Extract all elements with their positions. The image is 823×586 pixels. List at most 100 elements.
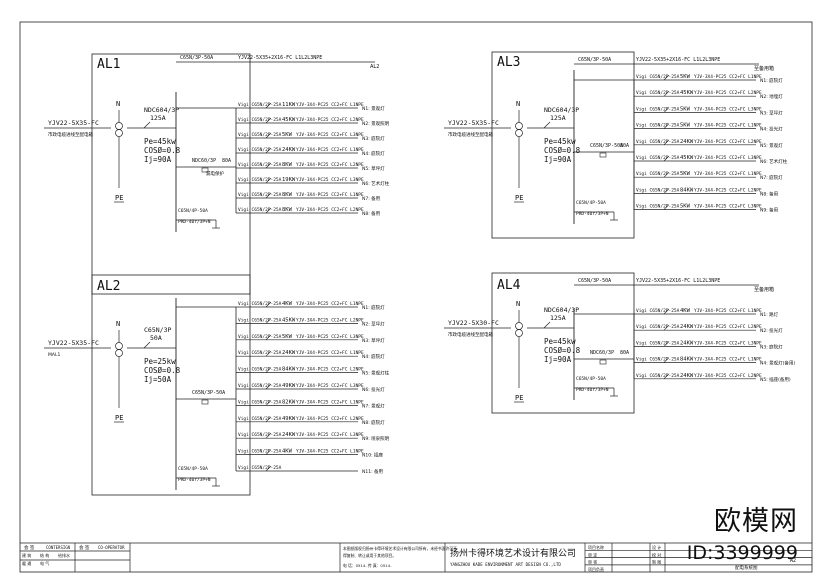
neutral-symbol: N xyxy=(116,100,120,108)
neutral-symbol: N xyxy=(516,100,520,108)
circuit-breaker-icon xyxy=(663,74,670,81)
circuit-breaker-icon xyxy=(663,139,670,146)
circuit-cable: YJV-3X4-PC25 CC2+FC L3NPE xyxy=(296,432,364,438)
circuit-load: 5KW xyxy=(282,334,293,340)
circuit-breaker-icon xyxy=(663,341,670,347)
circuit-breaker-icon xyxy=(663,171,670,178)
circuit-load: 19KW xyxy=(282,177,296,183)
tb-field-label: 设 计 xyxy=(652,544,661,550)
main-breaker-model: NDC604/3P xyxy=(544,106,579,114)
circuit-cable: YJV-3X4-PC25 CC2+FC L1NPE xyxy=(296,301,364,307)
circuit-breaker-icon xyxy=(265,177,272,184)
main-breaker-rating: 50A xyxy=(150,334,162,342)
circuit-breaker-icon xyxy=(265,147,272,154)
circuit-name: N11: 备用 xyxy=(362,468,383,475)
sub-breaker-model: NDC60/3P xyxy=(192,158,216,164)
circuit-cable: YJV-3X4-PC25 CC2+FC L1NPE xyxy=(296,192,364,198)
tb-discipline: 电 气 xyxy=(40,560,49,566)
circuit-breaker-icon xyxy=(663,155,670,162)
company-name-cn: 扬州卡得环境艺术设计有限公司 xyxy=(450,547,576,559)
sub-breaker-rating: 80A xyxy=(222,158,231,164)
spd-model-label: PRD-40r/3P+N xyxy=(576,211,609,217)
panel-parameter: Ij=90A xyxy=(144,155,172,164)
circuit-load: 11KW xyxy=(282,102,296,108)
circuit-name: N4: 景观灯(备用) xyxy=(760,360,795,367)
circuit-breaker-label: Vigi C65N/2P-25A xyxy=(238,207,282,213)
tb-header: CO-OPERATOR xyxy=(98,545,125,550)
circuit-cable: YJV-3X4-PC25 CC2+FC L1NPE xyxy=(694,171,762,177)
circuit-cable: YJV-3X4-PC25 CC2+FC L2NPE xyxy=(296,367,364,373)
panel-al1: AL1YJV22-5X35-FC市政电缆进线至配电箱NPENDC604/3P12… xyxy=(44,53,390,295)
circuit-breaker-icon xyxy=(663,188,670,194)
main-breaker-icon xyxy=(143,121,151,129)
main-breaker-rating: 125A xyxy=(550,314,566,322)
panel-parameter: Ij=50A xyxy=(144,375,172,384)
circuit-breaker-icon xyxy=(663,373,670,380)
top-outgoing-note: 至备用箱 xyxy=(754,65,774,72)
circuit-name: N2: 景观照明 xyxy=(362,121,390,127)
circuit-breaker-icon xyxy=(265,432,272,439)
circuit-name: N2: 地埋灯 xyxy=(760,93,783,100)
panel-parameter: COSØ=0.8 xyxy=(144,146,181,155)
circuit-breaker-icon xyxy=(265,383,272,390)
tb-field-label: 制 图 xyxy=(652,559,661,565)
top-cable-label: YJV22-5X35+2X16-FC L1L2L3NPE xyxy=(636,57,720,63)
circuit-load: 24KW xyxy=(282,432,296,438)
sub-breaker-model: C65N/3P-50A xyxy=(590,143,623,149)
circuit-cable: YJV-3X4-PC25 CC2+FC L1NPE xyxy=(296,399,364,405)
circuit-breaker-icon xyxy=(265,132,272,139)
main-breaker-icon xyxy=(543,321,551,329)
current-transformer-icon xyxy=(515,329,523,337)
circuit-breaker-icon xyxy=(265,162,272,169)
sub-breaker-rating: 80A xyxy=(620,350,629,356)
circuit-breaker-label: Vigi C65N/2P-25A xyxy=(238,350,282,356)
circuit-cable: YJV-3X4-PC25 CC2+FC L2NPE xyxy=(296,317,364,323)
incoming-note: 市政电缆进线至配电箱 xyxy=(448,131,493,138)
circuit-cable: YJV-3X4-PC25 CC2+FC L3NPE xyxy=(296,383,364,389)
circuit-name: N4: 投光灯 xyxy=(760,126,783,133)
panel-parameter: COSØ=0.8 xyxy=(144,366,181,375)
circuit-load: 4KW xyxy=(282,449,293,455)
circuit-breaker-icon xyxy=(265,334,272,341)
leakage-module-icon xyxy=(599,152,607,158)
spd-model-label: PRD-40r/3P+N xyxy=(576,387,609,393)
tb-header: 会 签 xyxy=(79,544,90,551)
circuit-load: 5KW xyxy=(680,171,691,177)
circuit-breaker-label: Vigi C65N/2P-25A xyxy=(238,449,282,455)
circuit-breaker-icon xyxy=(265,318,272,324)
spd-model-label: PRD-40r/3P+N xyxy=(178,219,211,225)
circuit-name: N7: 庭院灯 xyxy=(760,174,783,181)
circuit-breaker-label: Vigi C65N/2P-25A xyxy=(636,139,680,145)
circuit-load: 8KW xyxy=(282,162,293,168)
circuit-cable: YJV-3X4-PC25 CC2+FC L1NPE xyxy=(296,147,364,153)
circuit-cable: YJV-3X4-PC25 CC2+FC L2NPE xyxy=(296,117,364,123)
circuit-cable: YJV-3X4-PC25 CC2+FC L2NPE xyxy=(296,416,364,422)
circuit-breaker-icon xyxy=(663,357,670,363)
circuit-breaker-label: Vigi C65N/2P-25A xyxy=(636,340,680,346)
circuit-name: N7: 备用 xyxy=(362,195,380,202)
panel-parameter: Pe=45kw xyxy=(544,337,576,346)
circuit-load: 5KW xyxy=(680,123,691,129)
circuit-cable: YJV-3X4-PC25 CC2+FC L1NPE xyxy=(296,449,364,455)
top-breaker-label: C65N/3P-50A xyxy=(180,55,213,61)
circuit-breaker-icon xyxy=(663,308,670,315)
circuit-cable: YJV-3X4-PC25 CC2+FC L3NPE xyxy=(694,340,762,346)
tb-notice: 得复制、转让或用于其他项目。 xyxy=(343,553,396,558)
circuit-breaker-icon xyxy=(663,123,670,129)
sub-breaker-note: 漏电保护 xyxy=(206,170,224,177)
circuit-breaker-label: Vigi C65N/2P-25A xyxy=(238,416,282,422)
panel-al2: AL2YJV22-5X35-FCMAL1NPEC65N/3P50APe=25kw… xyxy=(44,274,390,496)
circuit-breaker-label: Vigi C65N/2P-25A xyxy=(636,123,680,129)
